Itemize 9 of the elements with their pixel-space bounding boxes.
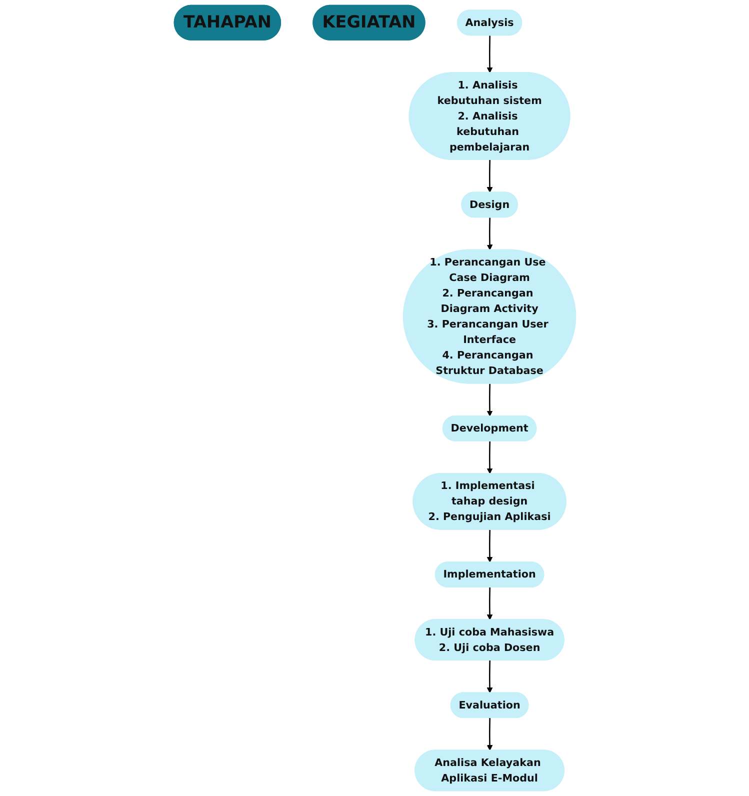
arrow (486, 587, 492, 620)
arrow (486, 36, 492, 74)
arrow (486, 384, 492, 416)
arrow (486, 660, 492, 694)
arrow (486, 218, 492, 250)
arrow (486, 160, 492, 193)
arrow (486, 441, 492, 474)
arrow (486, 530, 492, 562)
arrow (486, 718, 492, 751)
